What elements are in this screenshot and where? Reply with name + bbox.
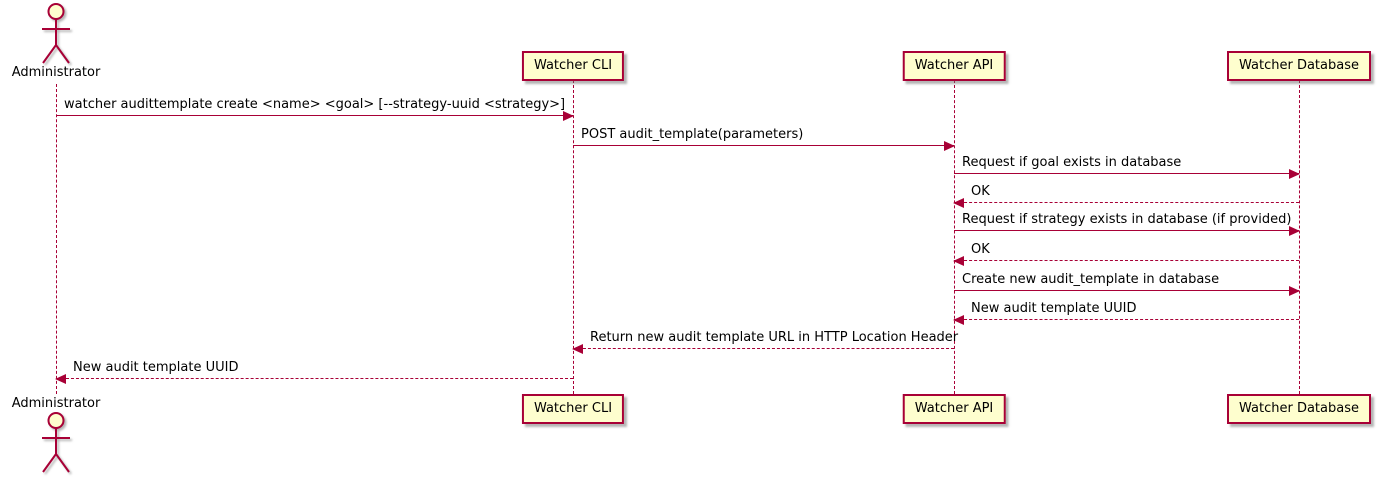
lifeline-watcher-cli	[573, 80, 574, 394]
message-row: Request if strategy exists in database (…	[954, 212, 1300, 236]
message-row: watcher audittemplate create <name> <goa…	[56, 97, 574, 121]
message-label: Request if goal exists in database	[962, 155, 1182, 170]
message-label: Request if strategy exists in database (…	[962, 212, 1292, 227]
message-line	[954, 290, 1299, 291]
message-label: Return new audit template URL in HTTP Lo…	[590, 330, 959, 345]
participant-watcher-api: Watcher API	[902, 51, 1006, 81]
message-label: OK	[971, 184, 990, 199]
actor-label-administrator: Administrator	[11, 396, 101, 411]
message-label: POST audit_template(parameters)	[581, 127, 804, 142]
message-label: OK	[971, 242, 990, 257]
arrowhead-left-icon	[953, 198, 964, 208]
message-row: Create new audit_template in database	[954, 272, 1300, 296]
participant-watcher-database: Watcher Database	[1227, 51, 1371, 81]
lifeline-administrator	[56, 84, 57, 394]
arrowhead-left-icon	[953, 315, 964, 325]
arrowhead-right-icon	[944, 141, 955, 151]
message-line	[56, 378, 573, 379]
arrowhead-left-icon	[572, 344, 583, 354]
message-line	[573, 348, 954, 349]
message-label: watcher audittemplate create <name> <goa…	[64, 97, 566, 112]
message-label: New audit template UUID	[971, 301, 1137, 316]
participant-watcher-api: Watcher API	[902, 394, 1006, 424]
message-label: Create new audit_template in database	[962, 272, 1220, 287]
message-row: POST audit_template(parameters)	[573, 127, 955, 151]
lifeline-watcher-api	[954, 80, 955, 394]
message-line	[954, 260, 1299, 261]
actor-icon	[36, 2, 76, 66]
message-row: Return new audit template URL in HTTP Lo…	[572, 330, 958, 354]
arrowhead-right-icon	[1289, 286, 1300, 296]
message-line	[954, 230, 1299, 231]
message-line	[954, 202, 1299, 203]
message-row: OK	[953, 184, 1299, 208]
message-line	[573, 145, 954, 146]
actor-label-administrator: Administrator	[11, 65, 101, 80]
message-line	[954, 173, 1299, 174]
lifeline-watcher-database	[1299, 80, 1300, 394]
participant-watcher-database: Watcher Database	[1227, 394, 1371, 424]
message-row: OK	[953, 242, 1299, 266]
message-line	[56, 115, 573, 116]
actor-icon	[36, 411, 76, 475]
message-row: New audit template UUID	[953, 301, 1299, 325]
message-label: New audit template UUID	[73, 360, 239, 375]
participant-watcher-cli: Watcher CLI	[521, 394, 625, 424]
arrowhead-left-icon	[55, 374, 66, 384]
message-row: Request if goal exists in database	[954, 155, 1300, 179]
participant-watcher-cli: Watcher CLI	[521, 51, 625, 81]
arrowhead-right-icon	[563, 111, 574, 121]
arrowhead-right-icon	[1289, 226, 1300, 236]
arrowhead-right-icon	[1289, 169, 1300, 179]
message-line	[954, 319, 1299, 320]
arrowhead-left-icon	[953, 256, 964, 266]
message-row: New audit template UUID	[55, 360, 573, 384]
